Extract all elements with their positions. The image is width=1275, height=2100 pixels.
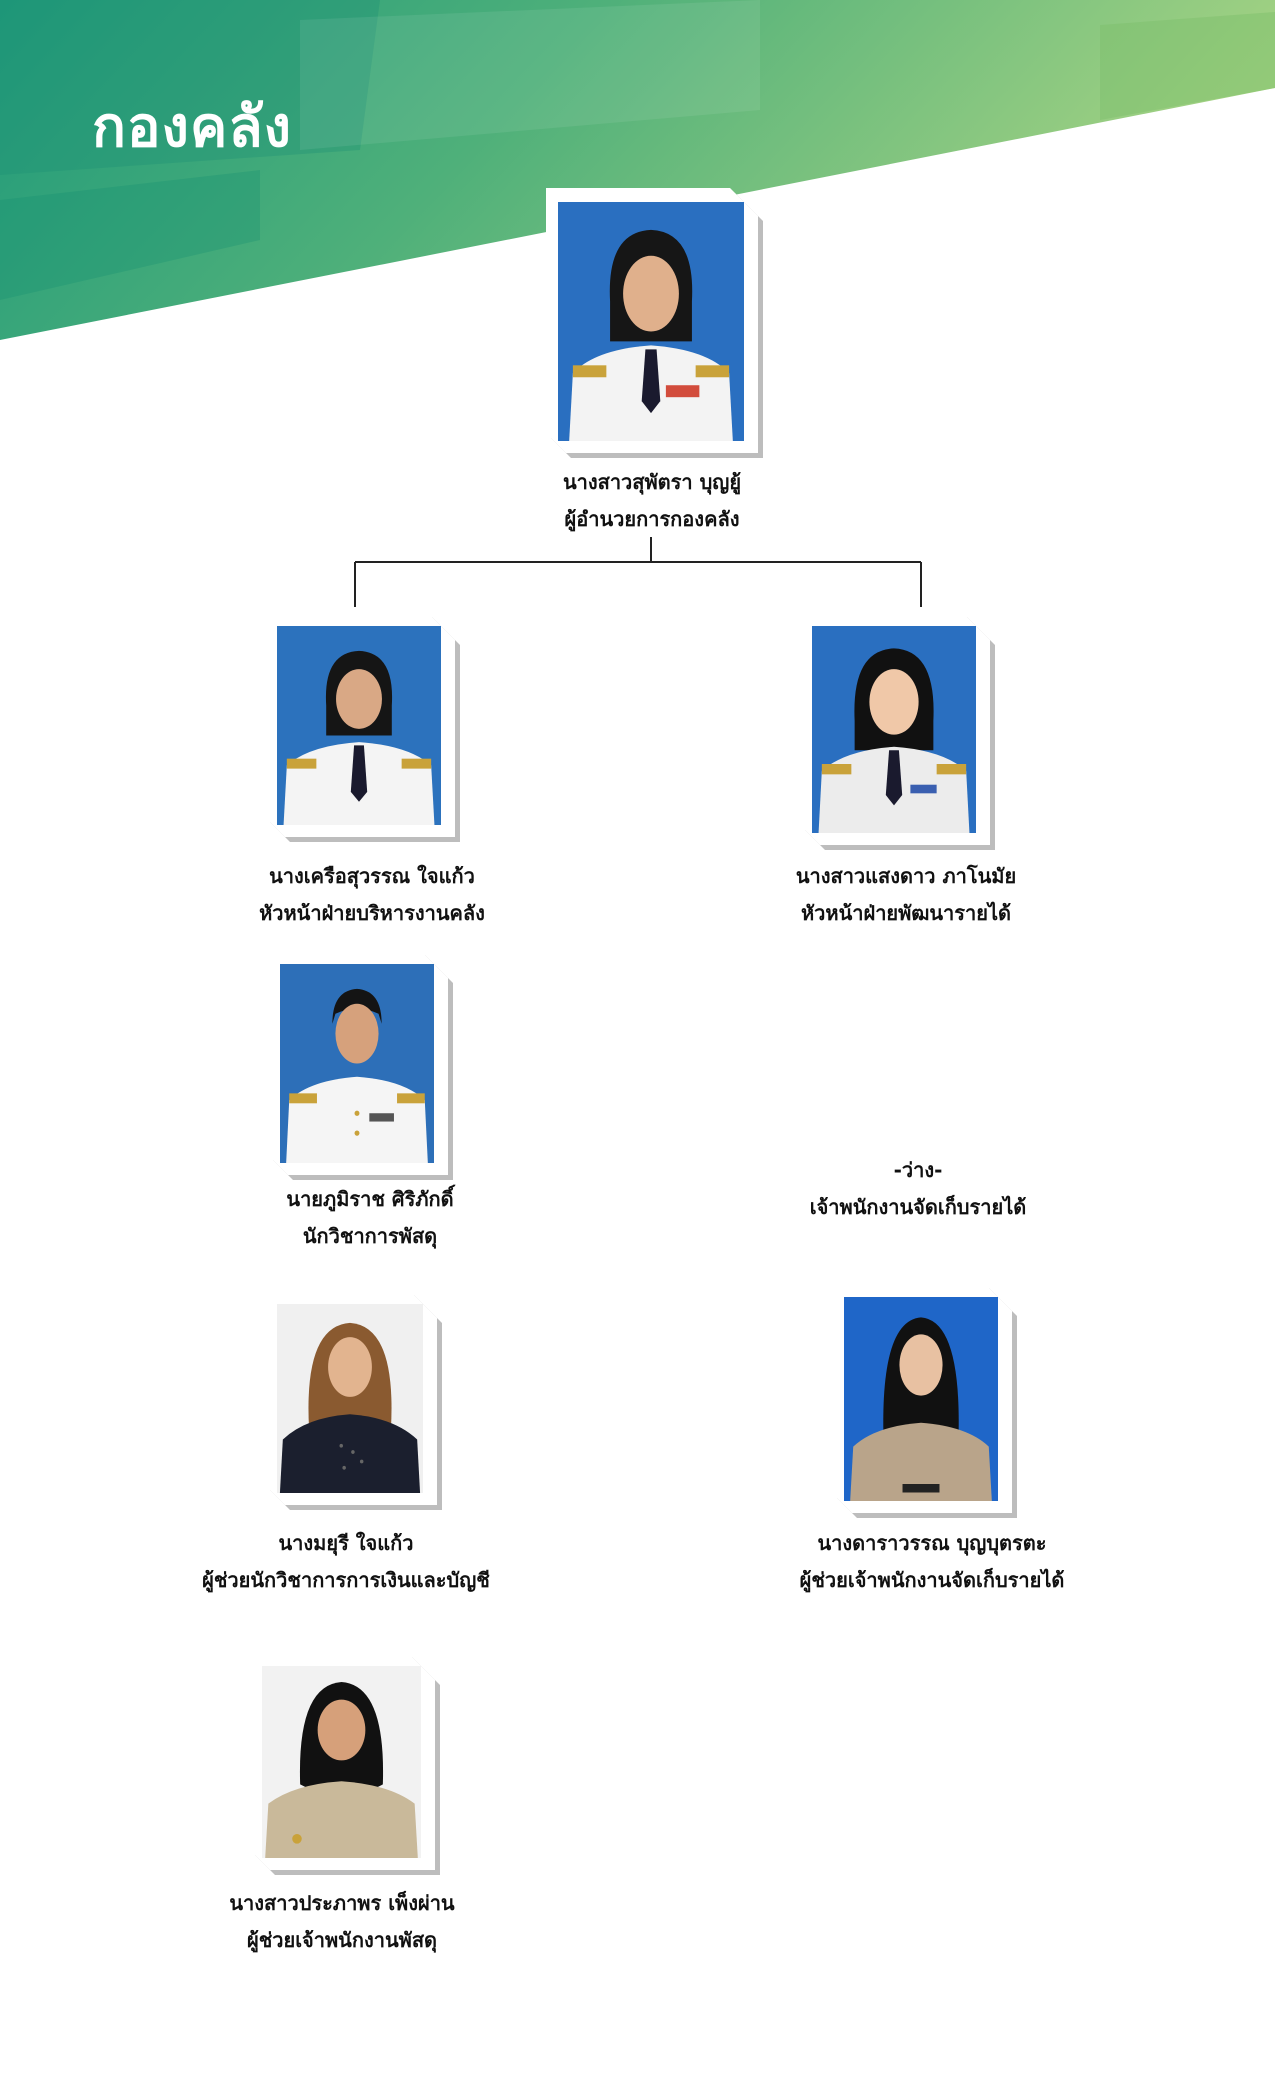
- head-finance-photo: [277, 626, 441, 825]
- asst-revenue-photo-card: [832, 1283, 1012, 1513]
- asst-revenue-position: ผู้ช่วยเจ้าพนักงานจัดเก็บรายได้: [799, 1568, 1065, 1592]
- header-banner: [0, 0, 1275, 340]
- supply-officer-position: นักวิชาการพัสดุ: [302, 1224, 438, 1248]
- asst-revenue-photo: [844, 1297, 998, 1501]
- head-finance-photo-card: [265, 612, 455, 837]
- director-photo: [558, 202, 744, 441]
- asst-accounting-caption: นางมยุรี ใจแก้ว ผู้ช่วยนักวิชาการการเงิน…: [146, 1525, 546, 1599]
- supply-officer-caption: นายภูมิราช ศิริภักดิ์ นักวิชาการพัสดุ: [170, 1181, 570, 1255]
- head-finance-caption: นางเครือสุวรรณ ใจแก้ว หัวหน้าฝ่ายบริหารง…: [172, 858, 572, 932]
- vacant-revenue-name: -ว่าง-: [893, 1158, 943, 1182]
- supply-officer-name: นายภูมิราช ศิริภักดิ์: [286, 1187, 454, 1211]
- head-finance-name: นางเครือสุวรรณ ใจแก้ว: [269, 864, 475, 888]
- asst-accounting-position: ผู้ช่วยนักวิชาการการเงินและบัญชี: [202, 1568, 490, 1592]
- vacant-revenue-position: เจ้าพนักงานจัดเก็บรายได้: [809, 1195, 1027, 1219]
- asst-accounting-name: นางมยุรี ใจแก้ว: [278, 1531, 414, 1555]
- supply-officer-photo-card: [268, 950, 448, 1175]
- director-name: นางสาวสุพัตรา บุญยู้: [562, 470, 742, 494]
- head-revenue-position: หัวหน้าฝ่ายพัฒนารายได้: [800, 901, 1012, 925]
- asst-supply-name: นางสาวประภาพร เพ็งผ่าน: [229, 1891, 455, 1915]
- asst-supply-caption: นางสาวประภาพร เพ็งผ่าน ผู้ช่วยเจ้าพนักงา…: [142, 1885, 542, 1959]
- asst-accounting-photo-card: [265, 1290, 437, 1505]
- director-position: ผู้อำนวยการกองคลัง: [564, 507, 740, 531]
- asst-accounting-photo: [277, 1304, 423, 1493]
- asst-supply-photo-card: [250, 1652, 435, 1870]
- director-photo-card: [546, 188, 758, 453]
- supply-officer-photo: [280, 964, 434, 1163]
- director-caption: นางสาวสุพัตรา บุญยู้ ผู้อำนวยการกองคลัง: [452, 464, 852, 538]
- asst-revenue-caption: นางดาราวรรณ บุญบุตรตะ ผู้ช่วยเจ้าพนักงาน…: [732, 1525, 1132, 1599]
- asst-revenue-name: นางดาราวรรณ บุญบุตรตะ: [817, 1531, 1047, 1555]
- vacant-revenue-caption: -ว่าง- เจ้าพนักงานจัดเก็บรายได้: [718, 1152, 1118, 1226]
- head-revenue-name: นางสาวแสงดาว ภาโนมัย: [795, 864, 1017, 888]
- head-revenue-photo-card: [800, 612, 990, 845]
- head-finance-position: หัวหน้าฝ่ายบริหารงานคลัง: [259, 901, 485, 925]
- page-title: กองคลัง: [92, 95, 293, 160]
- head-revenue-caption: นางสาวแสงดาว ภาโนมัย หัวหน้าฝ่ายพัฒนาราย…: [706, 858, 1106, 932]
- asst-supply-photo: [262, 1666, 421, 1858]
- head-revenue-photo: [812, 626, 976, 833]
- asst-supply-position: ผู้ช่วยเจ้าพนักงานพัสดุ: [246, 1928, 438, 1952]
